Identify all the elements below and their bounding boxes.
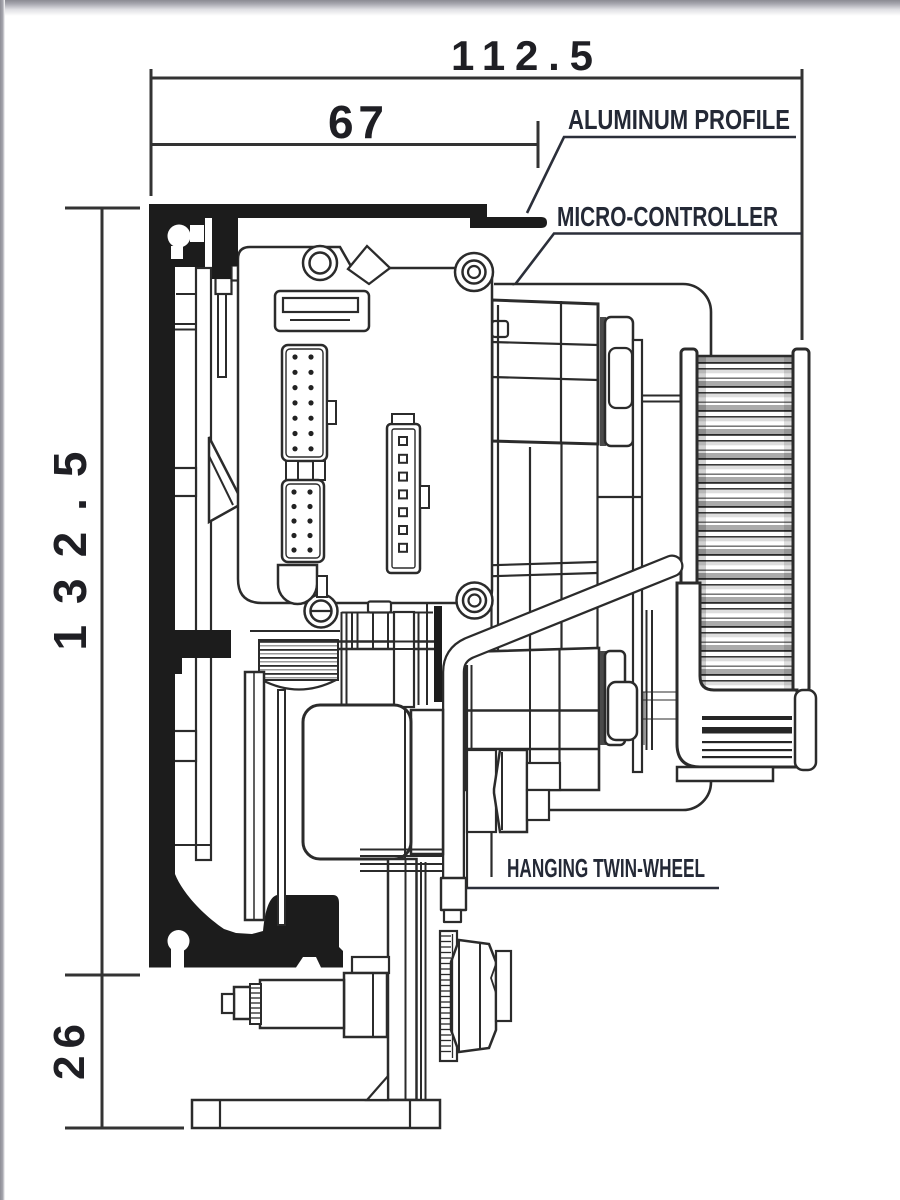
svg-text:132.5: 132.5 bbox=[44, 452, 96, 651]
svg-text:HANGING TWIN-WHEEL: HANGING TWIN-WHEEL bbox=[507, 853, 705, 883]
svg-text:ALUMINUM PROFILE: ALUMINUM PROFILE bbox=[568, 104, 790, 135]
svg-text:MICRO-CONTROLLER: MICRO-CONTROLLER bbox=[557, 201, 778, 232]
svg-text:67: 67 bbox=[328, 96, 384, 148]
svg-text:112.5: 112.5 bbox=[451, 32, 593, 79]
svg-text:26: 26 bbox=[45, 1024, 94, 1080]
